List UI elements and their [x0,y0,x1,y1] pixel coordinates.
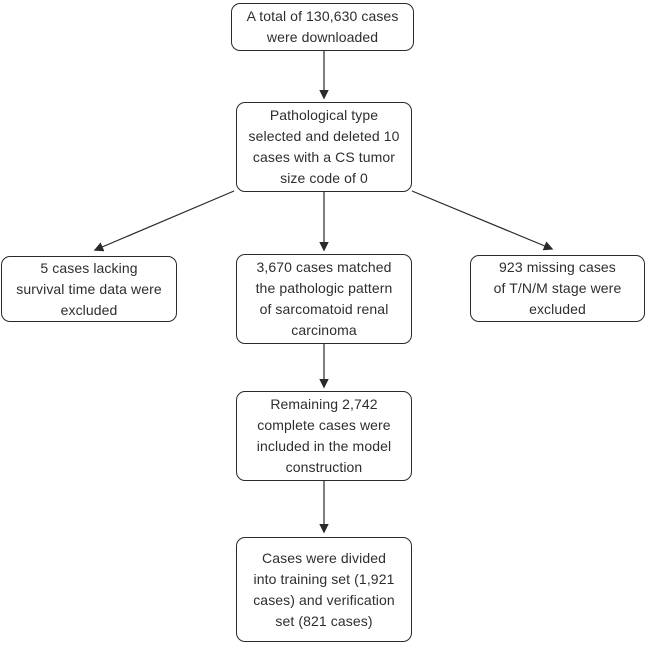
flow-node-missing-tnm: 923 missing cases of T/N/M stage were ex… [470,255,645,322]
flow-node-pathological-type-label: Pathological type selected and deleted 1… [248,107,400,186]
flow-node-divided-sets: Cases were divided into training set (1,… [236,537,412,642]
flow-node-lacking-survival-label: 5 cases lacking survival time data were … [16,259,162,318]
flow-node-divided-sets-label: Cases were divided into training set (1,… [253,549,395,629]
flow-node-lacking-survival: 5 cases lacking survival time data were … [1,256,177,322]
flow-node-remaining-cases: Remaining 2,742 complete cases were incl… [236,391,412,481]
flow-node-downloaded: A total of 130,630 cases were downloaded [231,3,414,51]
flow-node-matched-pattern: 3,670 cases matched the pathologic patte… [236,254,412,344]
flow-node-remaining-cases-label: Remaining 2,742 complete cases were incl… [256,396,392,475]
arrow-pathological-to-survival [93,190,235,252]
flow-node-matched-pattern-label: 3,670 cases matched the pathologic patte… [255,259,393,338]
flow-node-missing-tnm-label: 923 missing cases of T/N/M stage were ex… [493,259,622,317]
flow-node-downloaded-label: A total of 130,630 cases were downloaded [246,8,399,45]
arrow-pathological-to-tnm [411,190,554,251]
flow-node-pathological-type: Pathological type selected and deleted 1… [236,102,412,192]
